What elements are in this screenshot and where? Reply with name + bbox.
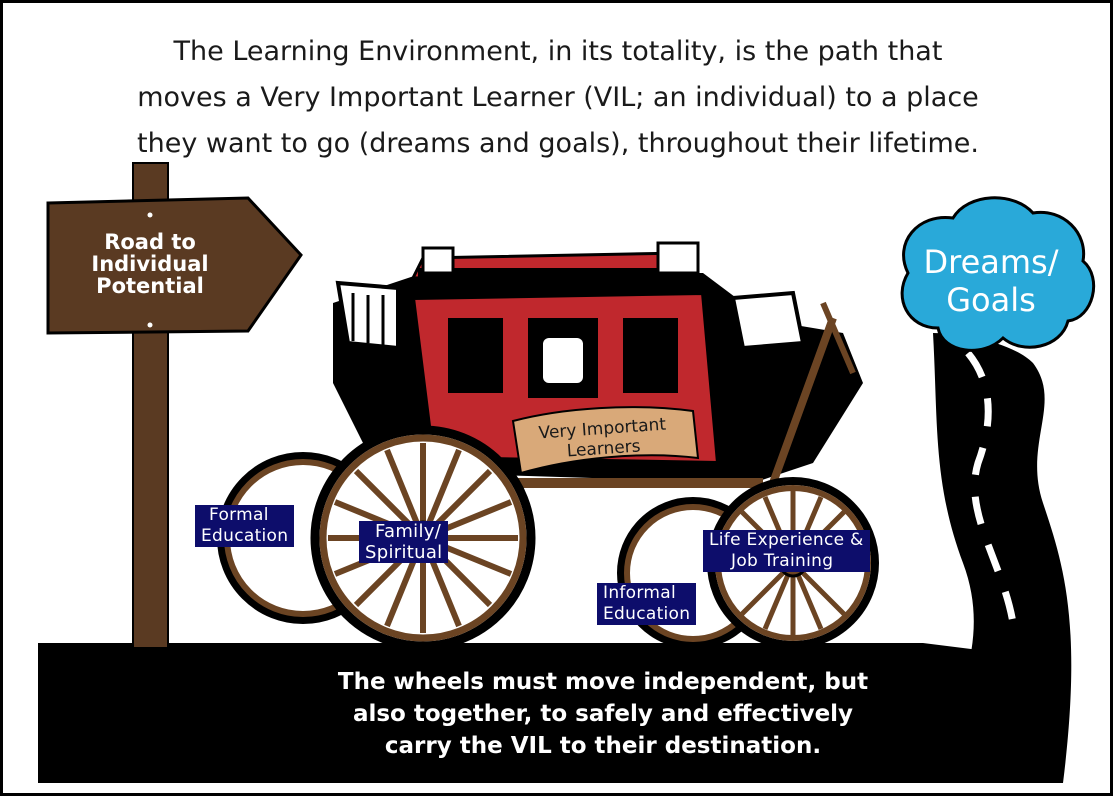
intro-text: The Learning Environment, in its totalit… [43, 29, 1073, 167]
banner-shape [511, 406, 700, 475]
label-life-line-2: Job Training [731, 551, 834, 571]
label-informal-line-2: Education [603, 604, 691, 624]
stagecoach-scene [38, 162, 1096, 783]
label-family-line-2: Spiritual [365, 542, 443, 563]
label-formal-education: Formal Education [195, 505, 295, 547]
signpost-text: Road to Individual Potential [65, 231, 235, 297]
caption-line-3: carry the VIL to their destination. [384, 733, 822, 759]
intro-line-2: moves a Very Important Learner (VIL; an … [137, 82, 979, 113]
label-informal-education: Informal Education [597, 583, 697, 625]
sign-line-3: Potential [96, 274, 204, 298]
intro-line-1: The Learning Environment, in its totalit… [173, 36, 943, 67]
label-life-line-1: Life Experience & [709, 530, 864, 550]
label-formal-line-2: Education [201, 526, 289, 546]
road-ground [38, 643, 1063, 783]
signpost-board [46, 196, 303, 335]
label-life-experience: Life Experience & Job Training [703, 530, 870, 572]
road-centerline [965, 350, 1017, 624]
caption-line-1: The wheels must move independent, but [337, 669, 869, 695]
intro-line-3: they want to go (dreams and goals), thro… [137, 128, 979, 159]
cloud-shape [900, 196, 1096, 352]
road-winding [933, 333, 1072, 783]
label-family-spiritual: Family/ Spiritual [359, 521, 449, 563]
cloud-line-2: Goals [946, 281, 1036, 319]
label-family-line-1: Family/ [375, 521, 442, 542]
sign-line-1: Road to [104, 230, 196, 254]
cloud-line-1: Dreams/ [923, 243, 1059, 281]
caption-text: The wheels must move independent, but al… [303, 666, 903, 762]
cloud-text: Dreams/ Goals [901, 243, 1081, 319]
label-informal-line-1: Informal [603, 583, 676, 603]
sign-line-2: Individual [91, 252, 209, 276]
caption-line-2: also together, to safely and effectively [352, 701, 854, 727]
label-formal-line-1: Formal [209, 505, 269, 525]
